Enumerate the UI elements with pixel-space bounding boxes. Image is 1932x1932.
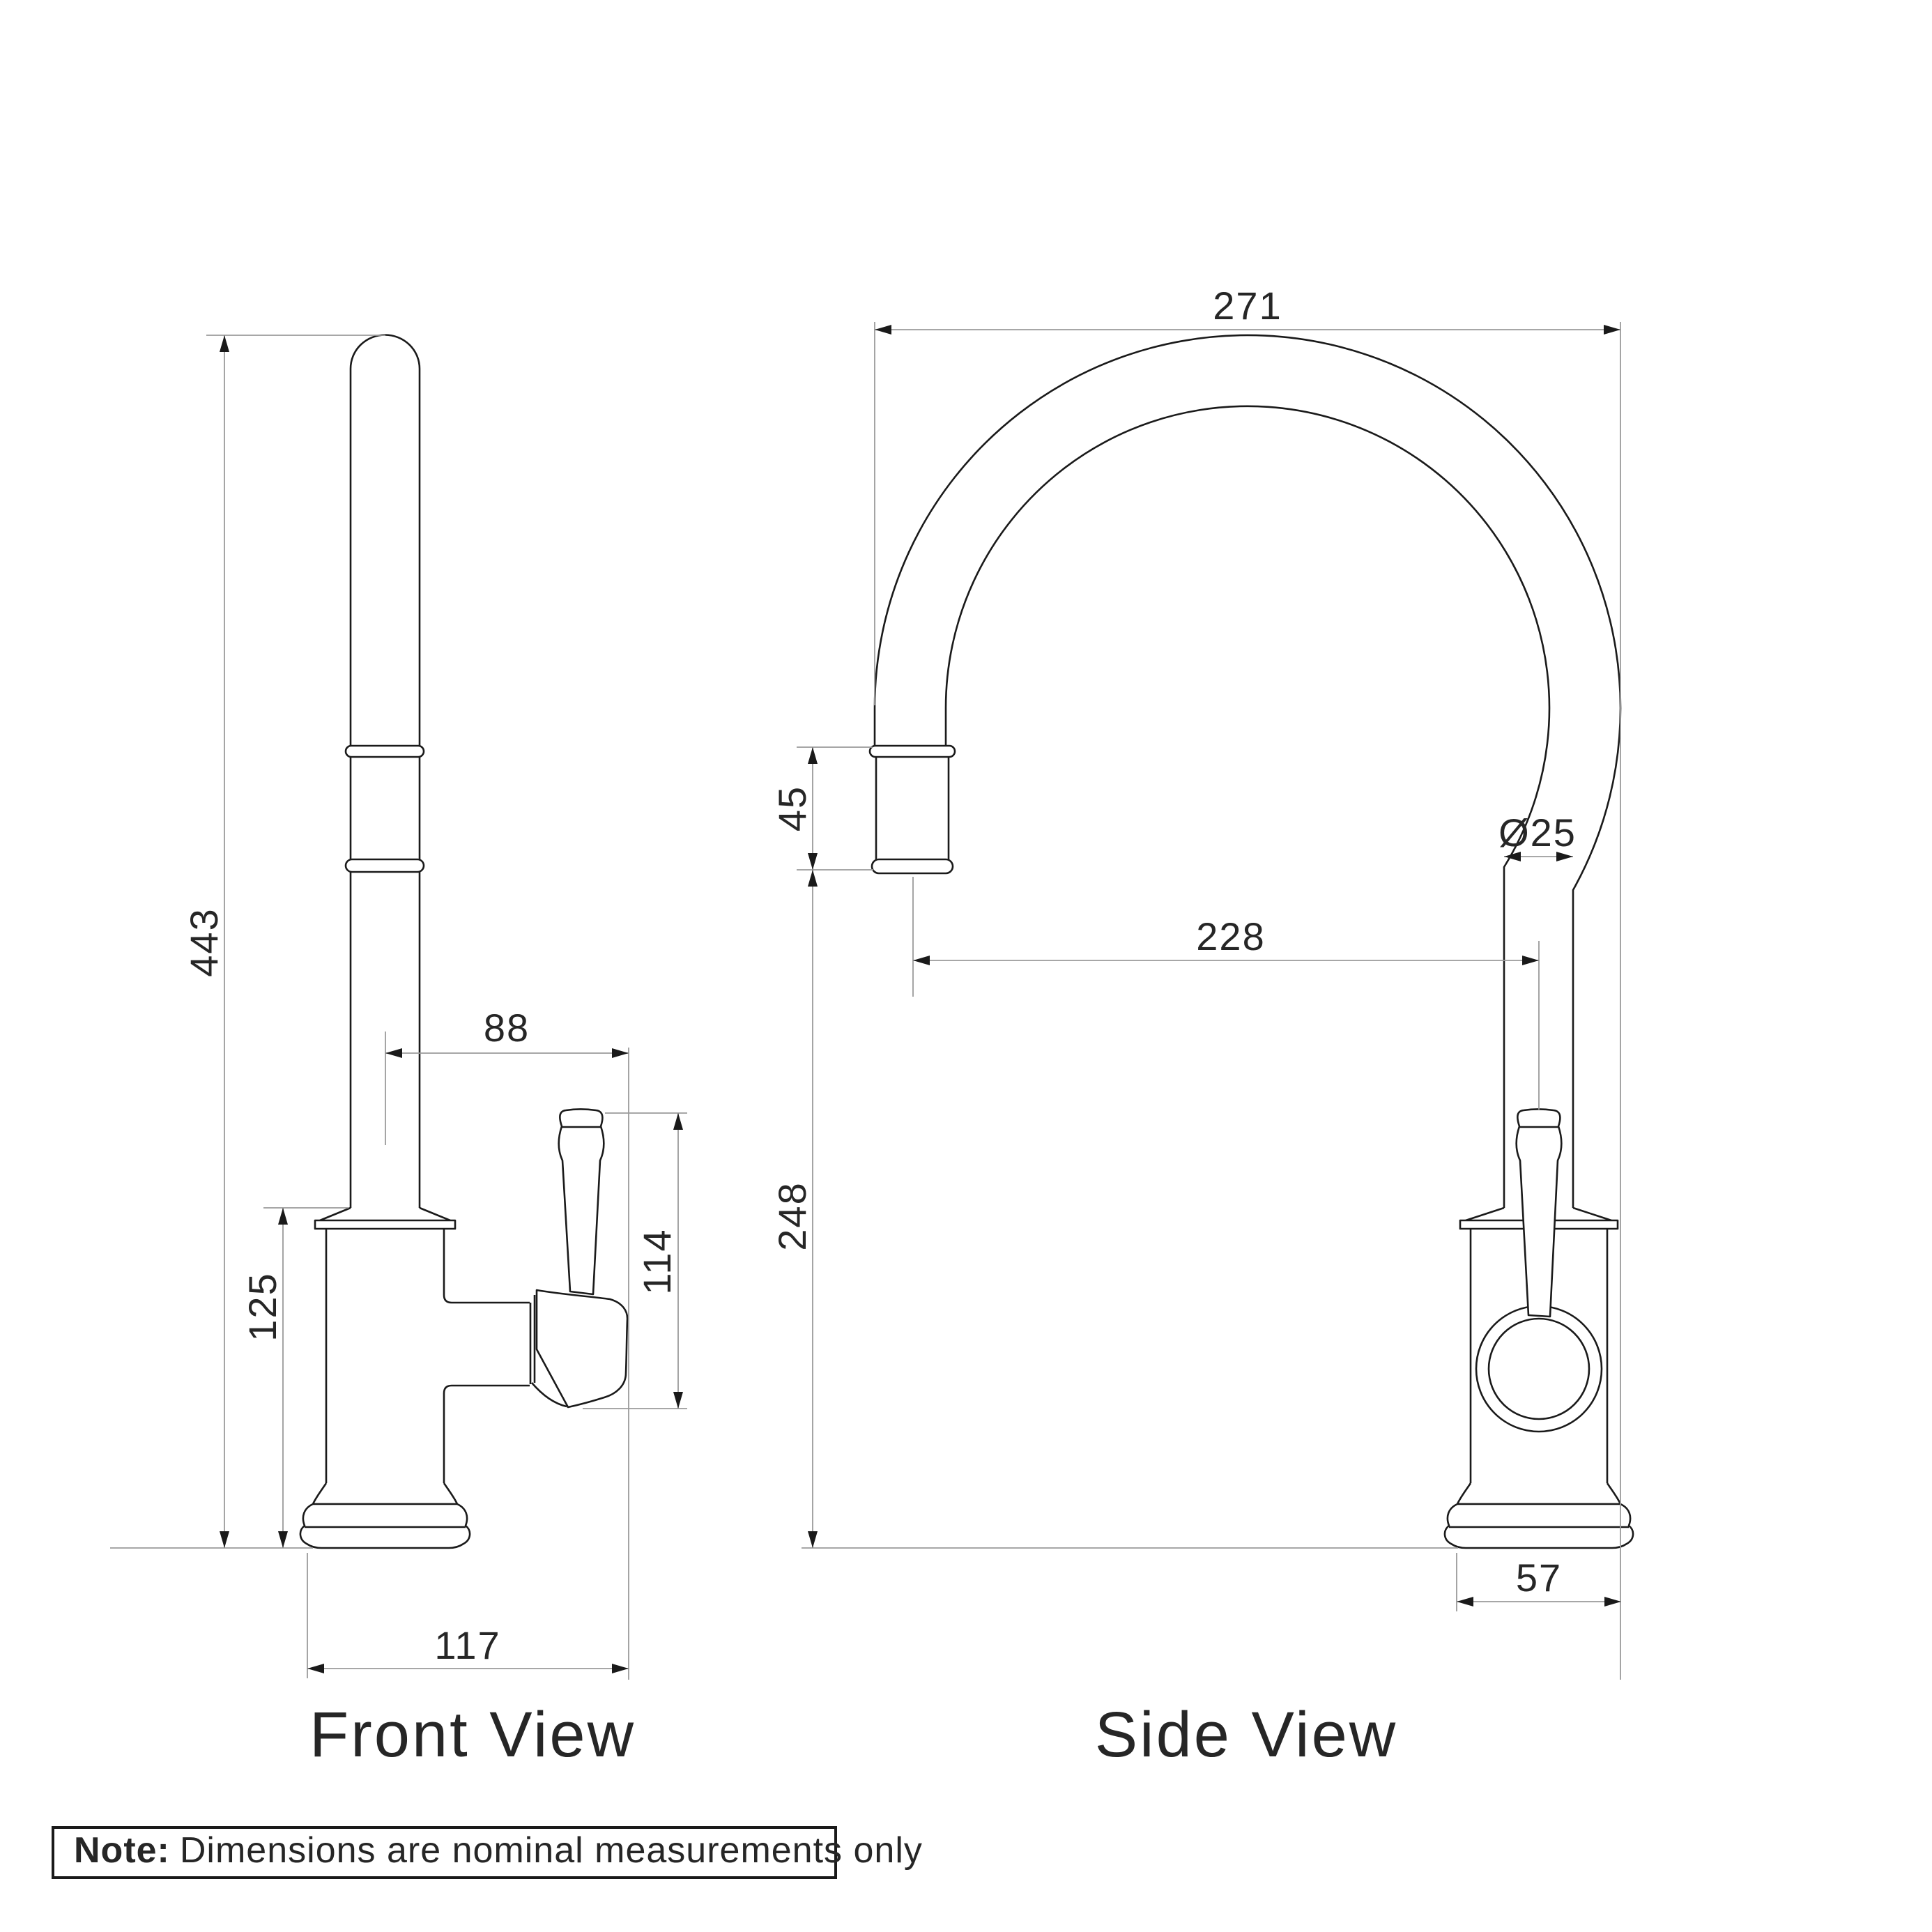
side-flare-cone: [1465, 1206, 1612, 1222]
side-view-label: Side View: [1095, 1699, 1397, 1770]
side-ring-outer: [1475, 1305, 1603, 1433]
arrowhead-left: [307, 1664, 324, 1673]
arrowhead-left: [1504, 852, 1521, 861]
side-body: [1469, 1229, 1609, 1483]
arrowhead-up: [808, 870, 818, 887]
dimension-front-handle-height: 114: [583, 1112, 687, 1409]
arrowhead-down: [220, 1531, 229, 1548]
dimension-side-centre-reach: 228: [912, 877, 1540, 1110]
arrowhead-right: [1604, 1597, 1621, 1607]
arrowhead-up: [673, 1113, 683, 1130]
dimension-lines: [802, 870, 1458, 1549]
dimension-lines: [110, 335, 385, 1549]
dimension-value-248: 248: [770, 1181, 814, 1250]
dimension-side-base-width: 57: [1456, 1553, 1621, 1611]
note-box: Note:Dimensions are nominal measurements…: [52, 1826, 923, 1879]
dimension-side-outlet-height: 248: [770, 870, 1458, 1549]
side-spout-tip-tube: [875, 757, 950, 861]
arrowhead-up: [808, 747, 818, 764]
dimension-lines: [583, 1112, 687, 1409]
note-body: Dimensions are nominal measurements only: [180, 1830, 923, 1871]
dimension-front-overall-height: 443: [110, 335, 385, 1549]
arrowhead-down: [278, 1531, 288, 1548]
dimension-value-125: 125: [240, 1272, 284, 1341]
arrowhead-left: [385, 1048, 402, 1058]
arrowhead-right: [612, 1664, 629, 1673]
dimension-value-271: 271: [1213, 284, 1282, 328]
dimension-front-depth: 117: [307, 1553, 629, 1678]
dimension-value-88: 88: [484, 1006, 530, 1050]
dimension-front-spout-to-handle: 88: [385, 1006, 629, 1680]
arrowhead-left: [875, 325, 891, 335]
dimension-lines: [307, 1553, 629, 1678]
arrowhead-down: [808, 1531, 818, 1548]
front-flare-plate: [314, 1219, 457, 1230]
dimension-lines: [874, 322, 1621, 1680]
side-gooseneck-tube: [873, 334, 1622, 1208]
front-base-bead: [299, 1503, 471, 1549]
dimension-value-443: 443: [182, 907, 226, 976]
dimension-lines: [797, 746, 873, 871]
dimension-value-dia25: Ø25: [1498, 811, 1577, 854]
front-boss-bottom-arc: [531, 1382, 567, 1408]
arrowhead-left: [913, 956, 930, 965]
arrowhead-down: [808, 853, 818, 870]
side-spout-outlet-bead: [871, 858, 954, 875]
note-text: Note:Dimensions are nominal measurements…: [74, 1830, 923, 1871]
front-spout-ring-lower: [344, 858, 425, 873]
arrowhead-right: [1604, 325, 1620, 335]
note-border: [52, 1826, 837, 1879]
dimension-value-114: 114: [635, 1228, 679, 1294]
side-view: 271 45 248 228 Ø25: [770, 284, 1634, 1770]
front-view-label: Front View: [309, 1699, 636, 1770]
dimension-side-spout-diameter: Ø25: [1498, 811, 1577, 861]
front-arm-end-lines: [529, 1295, 536, 1384]
arrowhead-up: [278, 1208, 288, 1225]
front-view: 443 125 88 114 117: [110, 334, 687, 1770]
front-base-neck: [312, 1482, 459, 1505]
arrowhead-left: [1457, 1597, 1473, 1607]
dimension-value-57: 57: [1516, 1556, 1562, 1600]
note-label: Note:: [74, 1830, 170, 1871]
side-spout-collar-ring: [868, 744, 956, 758]
arrowhead-right: [612, 1048, 629, 1058]
arrowhead-down: [673, 1392, 683, 1409]
dimension-lines: [385, 1032, 629, 1680]
dimension-value-228: 228: [1196, 914, 1265, 958]
arrowhead-up: [220, 335, 229, 352]
dimension-value-117: 117: [434, 1623, 500, 1667]
front-spout-ring-upper: [344, 744, 425, 758]
dimension-side-spout-reach: 271: [874, 284, 1621, 1680]
front-body: [325, 1229, 530, 1483]
side-ring-inner: [1487, 1317, 1590, 1420]
dimension-side-spout-end: 45: [770, 746, 873, 871]
dimension-value-45: 45: [770, 785, 814, 831]
dimension-front-body-height: 125: [240, 1207, 348, 1548]
front-flare-cone: [319, 1206, 451, 1222]
front-lever-handle: [558, 1108, 605, 1296]
side-base-bead: [1443, 1503, 1634, 1549]
side-base-neck: [1456, 1482, 1622, 1505]
arrowhead-right: [1522, 956, 1539, 965]
dimension-lines: [912, 877, 1540, 1110]
dimension-lines: [263, 1207, 348, 1548]
arrowhead-right: [1556, 852, 1573, 861]
front-handle-boss: [535, 1289, 629, 1409]
side-lever-handle: [1515, 1108, 1563, 1318]
